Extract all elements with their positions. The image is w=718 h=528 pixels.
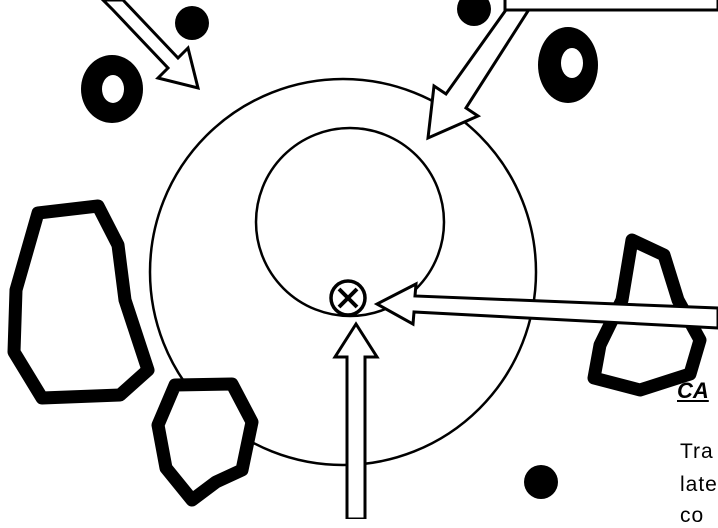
rock-ring-right [538, 27, 598, 103]
dot-top-center [457, 0, 491, 26]
rock-bottom-left [158, 384, 252, 500]
rock-large-left [14, 206, 148, 398]
caption-line-3: co [680, 504, 704, 528]
rock-ring-left [81, 55, 143, 123]
caption-heading: CA [677, 378, 709, 404]
target-marker [331, 281, 365, 315]
dot-top-left [175, 6, 209, 40]
caption-line-1: Tra [680, 440, 714, 464]
dot-bottom-right [524, 465, 558, 499]
caption-line-2: late [680, 473, 718, 497]
arrow-bottom [335, 324, 377, 519]
